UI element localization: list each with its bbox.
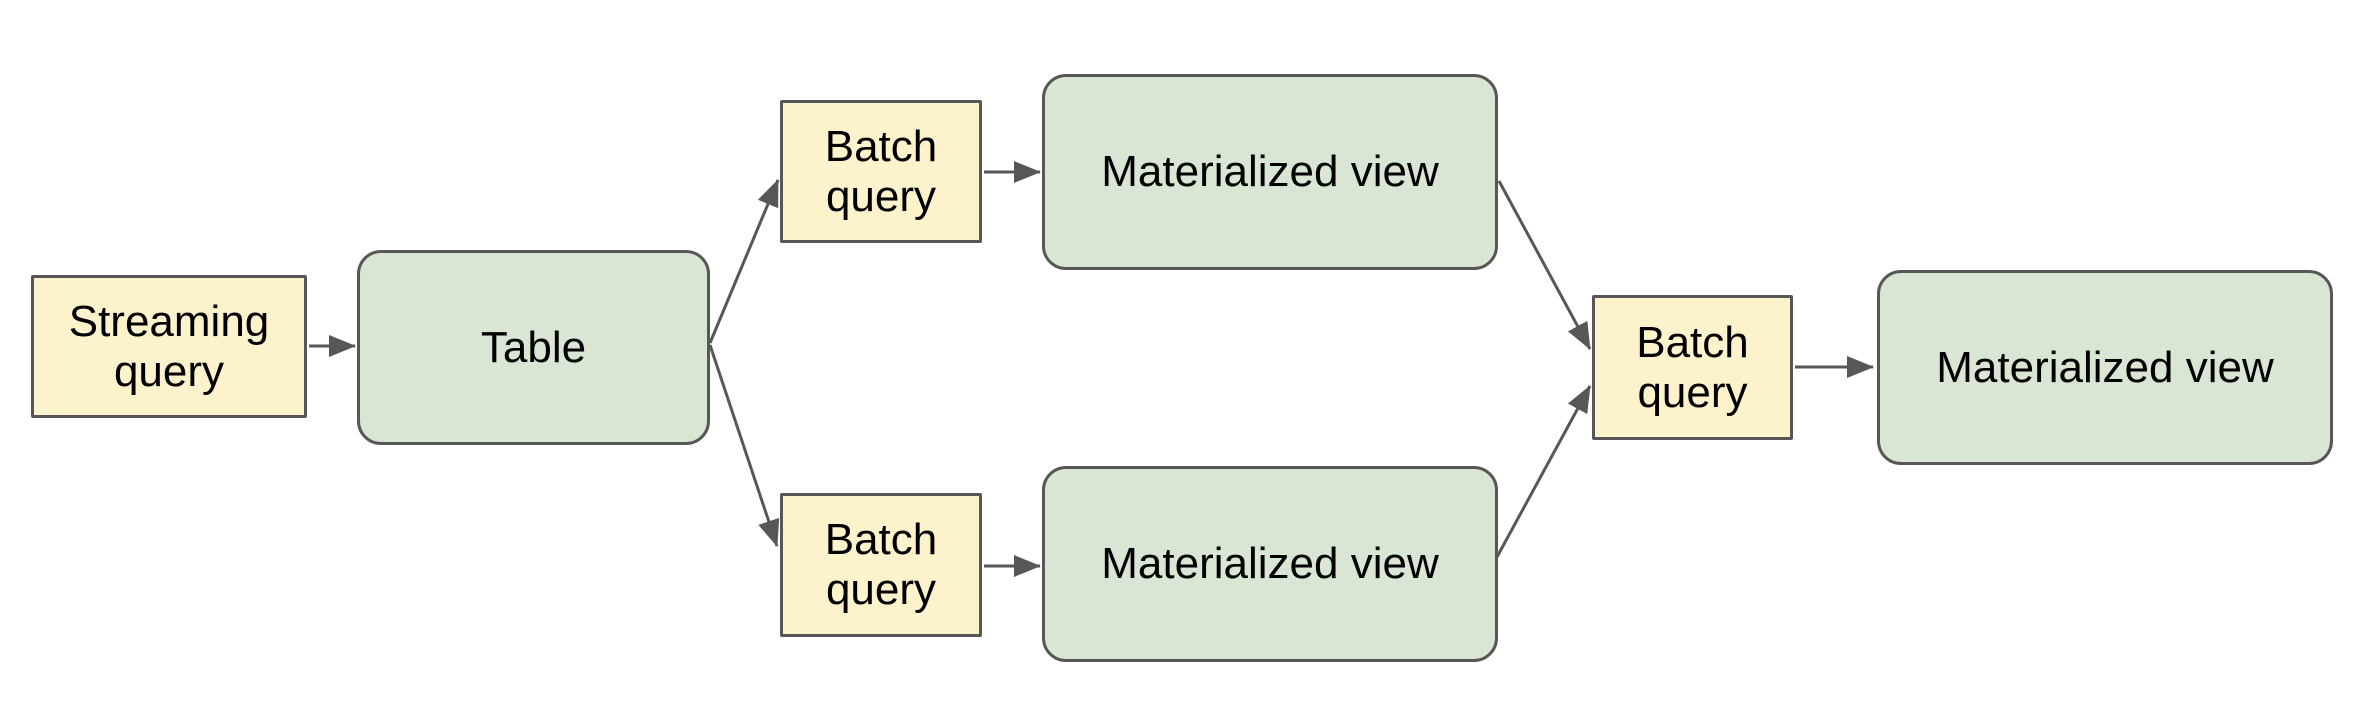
node-batch-query-top: Batch query	[780, 100, 982, 243]
arrow-table-to-batch-query-bottom	[708, 344, 780, 547]
node-streaming-query-label: Streaming query	[68, 296, 270, 396]
node-materialized-view-bottom-label: Materialized view	[1101, 539, 1439, 588]
node-table: Table	[357, 250, 710, 445]
node-materialized-view-top-label: Materialized view	[1101, 147, 1439, 196]
node-batch-query-join-label: Batch query	[1636, 317, 1749, 417]
node-materialized-view-final: Materialized view	[1877, 270, 2333, 465]
node-batch-query-bottom: Batch query	[780, 493, 982, 637]
node-streaming-query: Streaming query	[31, 275, 307, 418]
node-materialized-view-bottom: Materialized view	[1042, 466, 1498, 662]
node-batch-query-join: Batch query	[1592, 295, 1793, 440]
arrow-table-to-batch-query-top	[708, 179, 780, 344]
node-table-label: Table	[480, 322, 587, 372]
node-batch-query-top-label: Batch query	[824, 121, 938, 221]
node-batch-query-bottom-label: Batch query	[824, 515, 938, 614]
node-materialized-view-top: Materialized view	[1042, 74, 1498, 270]
arrow-materialized-view-top-to-batch-query-join	[1497, 180, 1592, 350]
node-materialized-view-final-label: Materialized view	[1936, 342, 2274, 392]
arrow-materialized-view-bottom-to-batch-query-join	[1495, 385, 1592, 558]
